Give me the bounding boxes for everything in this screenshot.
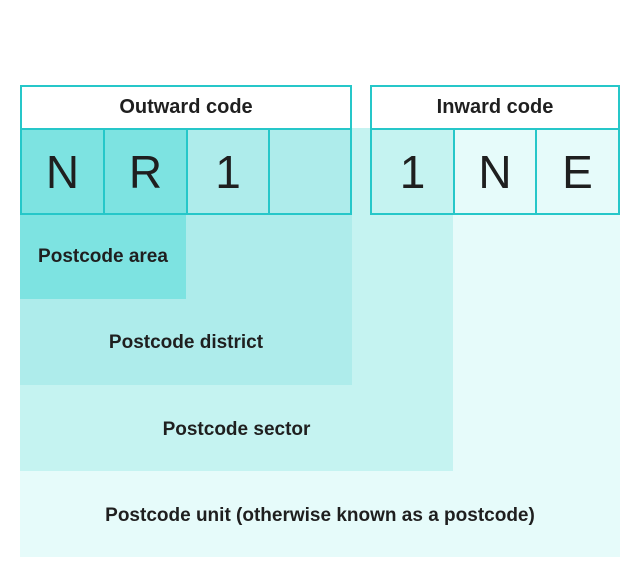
outward-char-cell (268, 128, 352, 215)
outward-code-label: Outward code (119, 96, 253, 118)
inward-char-cell: E (535, 128, 620, 215)
outward-code-header: Outward code (20, 85, 352, 130)
inward-code-label: Inward code (436, 96, 554, 118)
inward-char-cell: N (453, 128, 537, 215)
inward-char-cell: 1 (370, 128, 455, 215)
postcode-unit-label: Postcode unit (otherwise known as a post… (105, 505, 535, 526)
outward-char-cell: N (20, 128, 105, 215)
inward-code-header: Inward code (370, 85, 620, 130)
outward-char-cell: 1 (186, 128, 270, 215)
outward-char: N (45, 145, 80, 198)
postcode-area-label: Postcode area (38, 245, 168, 267)
inward-char: E (562, 145, 593, 198)
postcode-district-label: Postcode district (108, 332, 264, 353)
inward-char: 1 (399, 145, 426, 198)
outward-char: 1 (215, 145, 241, 198)
outward-char-cell: R (103, 128, 188, 215)
postcode-area-region: Postcode area (20, 214, 186, 299)
postcode-sector-label: Postcode sector (162, 419, 311, 440)
outward-char: R (128, 145, 163, 198)
inward-char: N (478, 145, 512, 198)
